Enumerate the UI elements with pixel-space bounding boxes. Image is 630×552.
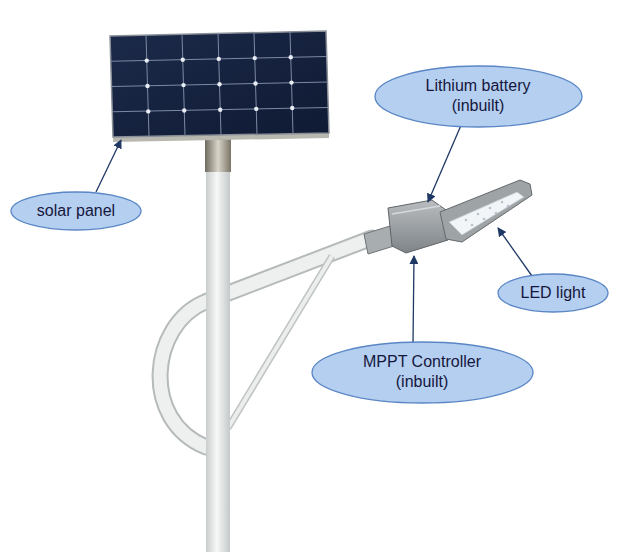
arm-brace [228, 256, 332, 428]
callout-label: LED light [521, 283, 586, 303]
pole [206, 168, 230, 552]
panel-mount [205, 136, 231, 172]
grid-line [146, 35, 149, 136]
led-chip [501, 201, 504, 204]
cell-dot [146, 109, 150, 113]
cell-dot [145, 84, 149, 88]
callout-ellipse: MPPT Controller (inbuilt) [311, 341, 534, 404]
grid-line [112, 82, 328, 87]
ellipse-shape [312, 342, 533, 403]
led-chips [465, 201, 510, 227]
cell-dot [181, 58, 185, 62]
grid-line [290, 32, 293, 134]
ellipse-shape [11, 192, 141, 230]
callout-text-group: LED light [521, 283, 586, 303]
grid-line [182, 34, 185, 135]
ellipse-shape [375, 66, 582, 127]
led-chip [495, 212, 498, 215]
cell-dot [289, 80, 293, 84]
led-chip [489, 207, 492, 210]
cell-dot [253, 56, 257, 60]
ellipse-shape [498, 274, 608, 312]
cell-dot [290, 106, 294, 110]
grid-line [218, 34, 221, 136]
cell-dot [217, 82, 221, 86]
callout-label: Lithium battery (inbuilt) [408, 76, 548, 116]
led-face [449, 192, 524, 235]
leader-line [413, 256, 414, 344]
ellipse-outline [311, 341, 534, 404]
cell-dot [217, 57, 221, 61]
arm-brace-outline [228, 256, 332, 428]
cell-dots [145, 55, 295, 114]
lamp-arm-outline [160, 238, 372, 447]
led-chip [477, 213, 480, 216]
grid-line [112, 108, 328, 112]
cell-dot [218, 108, 222, 112]
led-chip [465, 219, 468, 222]
solar-panel-face [110, 31, 329, 137]
cell-dot [182, 108, 186, 112]
callout-label: MPPT Controller (inbuilt) [347, 352, 497, 392]
callout-text-group: Lithium battery (inbuilt) [408, 76, 548, 116]
leader-line [498, 228, 532, 276]
cell-dot [253, 81, 257, 85]
housing-highlight [392, 206, 440, 214]
led-head [440, 180, 532, 242]
led-chip [483, 218, 486, 221]
callout-ellipse: LED light [497, 273, 609, 313]
lamp-arm [160, 238, 372, 447]
cell-dot [145, 58, 149, 62]
grid-line [111, 57, 327, 62]
led-chip [471, 224, 474, 227]
ellipse-outline [374, 65, 583, 128]
leader-line [428, 123, 462, 202]
callout-text-group: MPPT Controller (inbuilt) [347, 352, 497, 392]
controller-housing [388, 200, 448, 253]
callout-ellipse: Lithium battery (inbuilt) [374, 65, 583, 128]
callout-label: solar panel [37, 201, 115, 221]
cell-dot [254, 107, 258, 111]
cell-dot [181, 83, 185, 87]
leader-lines [96, 123, 532, 344]
leader-line [96, 140, 121, 192]
panel-grid [111, 32, 329, 137]
cell-dot [289, 55, 293, 59]
callout-text-group: solar panel [37, 201, 115, 221]
lamp-neck [364, 226, 394, 254]
callout-ellipse: solar panel [10, 191, 142, 231]
grid-line [254, 33, 257, 135]
led-chip [507, 205, 510, 208]
